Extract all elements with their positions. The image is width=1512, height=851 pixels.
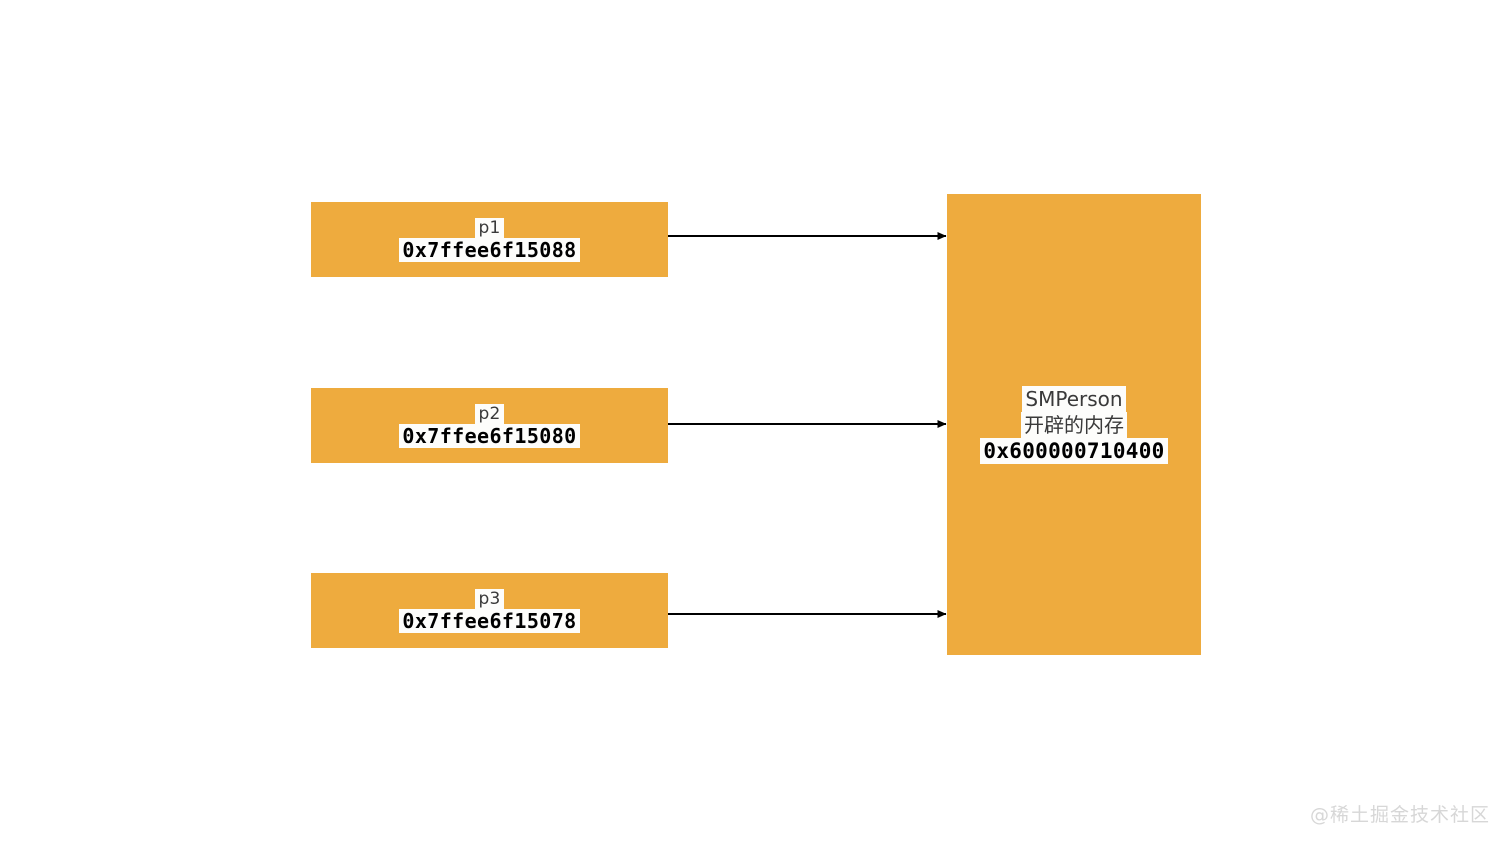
heap-address-label: 0x600000710400 [980,437,1168,464]
pointer-name-label: p3 [475,588,504,609]
pointer-box-p1: p1 0x7ffee6f15088 [311,202,668,277]
pointer-name-label: p2 [475,403,504,424]
pointer-address-label: 0x7ffee6f15088 [399,237,580,262]
heap-class-label: SMPerson [1022,385,1126,412]
watermark: @稀土掘金技术社区 [1309,804,1490,826]
heap-description-label: 开辟的内存 [1021,411,1127,438]
pointer-box-p2: p2 0x7ffee6f15080 [311,388,668,463]
pointer-address-label: 0x7ffee6f15078 [399,608,580,633]
pointer-name-label: p1 [475,217,504,238]
pointer-box-p3: p3 0x7ffee6f15078 [311,573,668,648]
heap-memory-box: SMPerson 开辟的内存 0x600000710400 [947,194,1201,655]
pointer-address-label: 0x7ffee6f15080 [399,423,580,448]
